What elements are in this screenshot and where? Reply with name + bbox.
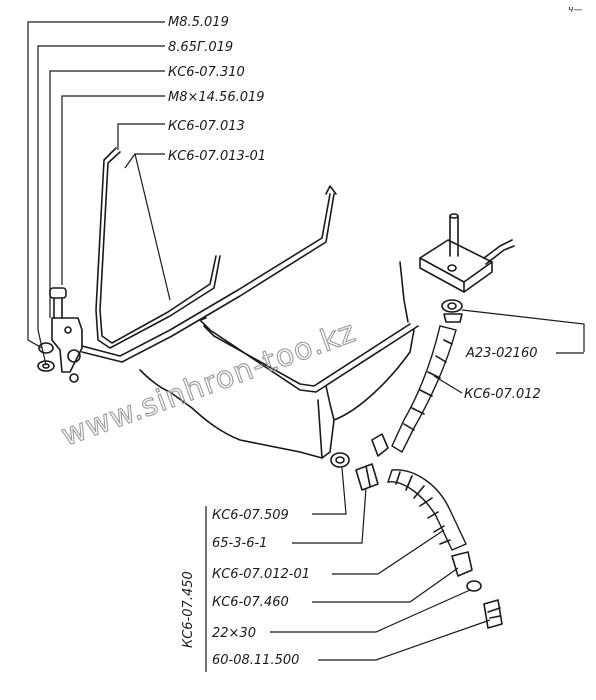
label-ks6-07-013: КС6-07.013 — [168, 119, 245, 134]
bracket-arm — [483, 239, 513, 259]
leader-ks6-07-460 — [312, 567, 459, 603]
washer-22x30 — [466, 580, 482, 592]
upper-nut — [443, 313, 463, 323]
tank-rim — [199, 319, 413, 393]
hose-ribs — [403, 339, 453, 431]
tank-rim-inner — [203, 323, 411, 387]
leader-8-65g-019 — [37, 45, 165, 366]
leader-ks6-07-509 — [312, 467, 347, 515]
label-ks6-07-450: КС6-07.450 — [181, 571, 196, 648]
corner-mark: ч— — [568, 5, 582, 15]
tank-right-edge — [399, 261, 409, 323]
label-ks6-07-012-01: КС6-07.012-01 — [212, 567, 310, 582]
label-ks6-07-460: КС6-07.460 — [212, 595, 289, 610]
tube-ks6-07-013 — [95, 147, 221, 349]
leader-ks6-07-013 — [117, 123, 165, 150]
bolt-head — [49, 287, 67, 299]
label-22x30: 22×30 — [212, 626, 256, 641]
bracket-bore — [447, 264, 457, 272]
tank-corner-line — [317, 399, 323, 459]
label-m8x14-56-019: М8×14.56.019 — [168, 90, 265, 105]
leader-65-3-6-1 — [292, 487, 367, 544]
tubes — [81, 147, 337, 363]
leader-22x30 — [270, 589, 471, 633]
upper-hose — [371, 325, 457, 457]
drain-fittings — [330, 452, 379, 491]
leader-ks6-07-013-01 — [134, 153, 171, 301]
upper-fitting-bore — [447, 302, 457, 310]
tube-end-top — [325, 185, 337, 195]
flat-washer — [37, 360, 55, 372]
clamp-lower-bore — [69, 373, 79, 383]
adapter-thread — [365, 465, 371, 487]
plug-thread — [487, 607, 501, 619]
leader-m8-5-019 — [27, 21, 165, 349]
bracket-plate-top — [419, 239, 493, 283]
leader-ks6-07-012 — [433, 375, 463, 394]
leader-m8x14-56-019 — [61, 95, 165, 285]
tube-ks6-07-013-01-inner — [81, 193, 335, 363]
bracket-plate-side2 — [463, 261, 493, 293]
upper-fitting — [441, 299, 463, 313]
leader-ks6-07-012-01 — [332, 529, 445, 575]
label-8-65g-019: 8.65Г.019 — [168, 40, 233, 55]
hose-ks6-07-012-01 — [386, 469, 467, 551]
label-60-08-11-500: 60-08.11.500 — [212, 653, 299, 668]
top-left-callouts: М8.5.019 8.65Г.019 КС6-07.310 М8×14.56.0… — [27, 15, 266, 366]
fitting-ks6-07-460 — [451, 551, 473, 577]
clamp-bore — [67, 349, 81, 363]
clamp-hole — [64, 326, 72, 334]
leader-ks6-07-310 — [49, 70, 165, 318]
lock-washer — [38, 342, 54, 354]
label-m8-5-019: М8.5.019 — [168, 15, 229, 30]
drain-fitting-509 — [330, 452, 350, 468]
hose-ks6-07-012 — [391, 325, 457, 453]
bottom-callouts: КС6-07.509 65-3-6-1 КС6-07.012-01 КС6-07… — [181, 467, 491, 672]
label-ks6-07-310: КС6-07.310 — [168, 65, 245, 80]
bracket-post-top — [449, 213, 459, 219]
bolt-shank — [53, 297, 63, 319]
label-ks6-07-013-01: КС6-07.013-01 — [168, 149, 266, 164]
label-ks6-07-509: КС6-07.509 — [212, 508, 289, 523]
right-callouts: А23-02160 КС6-07.012 — [433, 309, 585, 402]
left-clamp-assembly — [37, 287, 83, 383]
leader-ks6-07-013-01b — [124, 153, 136, 169]
label-a23-02160: А23-02160 — [465, 346, 537, 361]
tube-ks6-07-013-01 — [81, 193, 331, 357]
lower-hose — [386, 469, 503, 629]
filler-bracket — [419, 213, 515, 323]
leader-60-08-11-500 — [318, 619, 491, 661]
label-65-3-6-1: 65-3-6-1 — [212, 536, 267, 551]
hose-end-clamp — [371, 433, 389, 457]
tank — [139, 261, 419, 459]
plug-60-08-11-500 — [483, 599, 503, 629]
clamp-body — [51, 317, 83, 373]
bracket-arm-2 — [485, 245, 515, 265]
tube-ks6-07-013-inner — [99, 151, 217, 344]
lower-hose-ribs — [395, 471, 451, 545]
drain-fitting-509-bore — [335, 456, 345, 464]
label-ks6-07-012: КС6-07.012 — [464, 387, 541, 402]
flat-washer-hole — [42, 363, 50, 369]
bracket-plate-side — [419, 257, 465, 293]
tank-rim-ends — [199, 317, 419, 331]
tank-body — [139, 329, 415, 459]
bracket-post — [449, 215, 459, 257]
leader-a23-02160 — [461, 309, 585, 352]
